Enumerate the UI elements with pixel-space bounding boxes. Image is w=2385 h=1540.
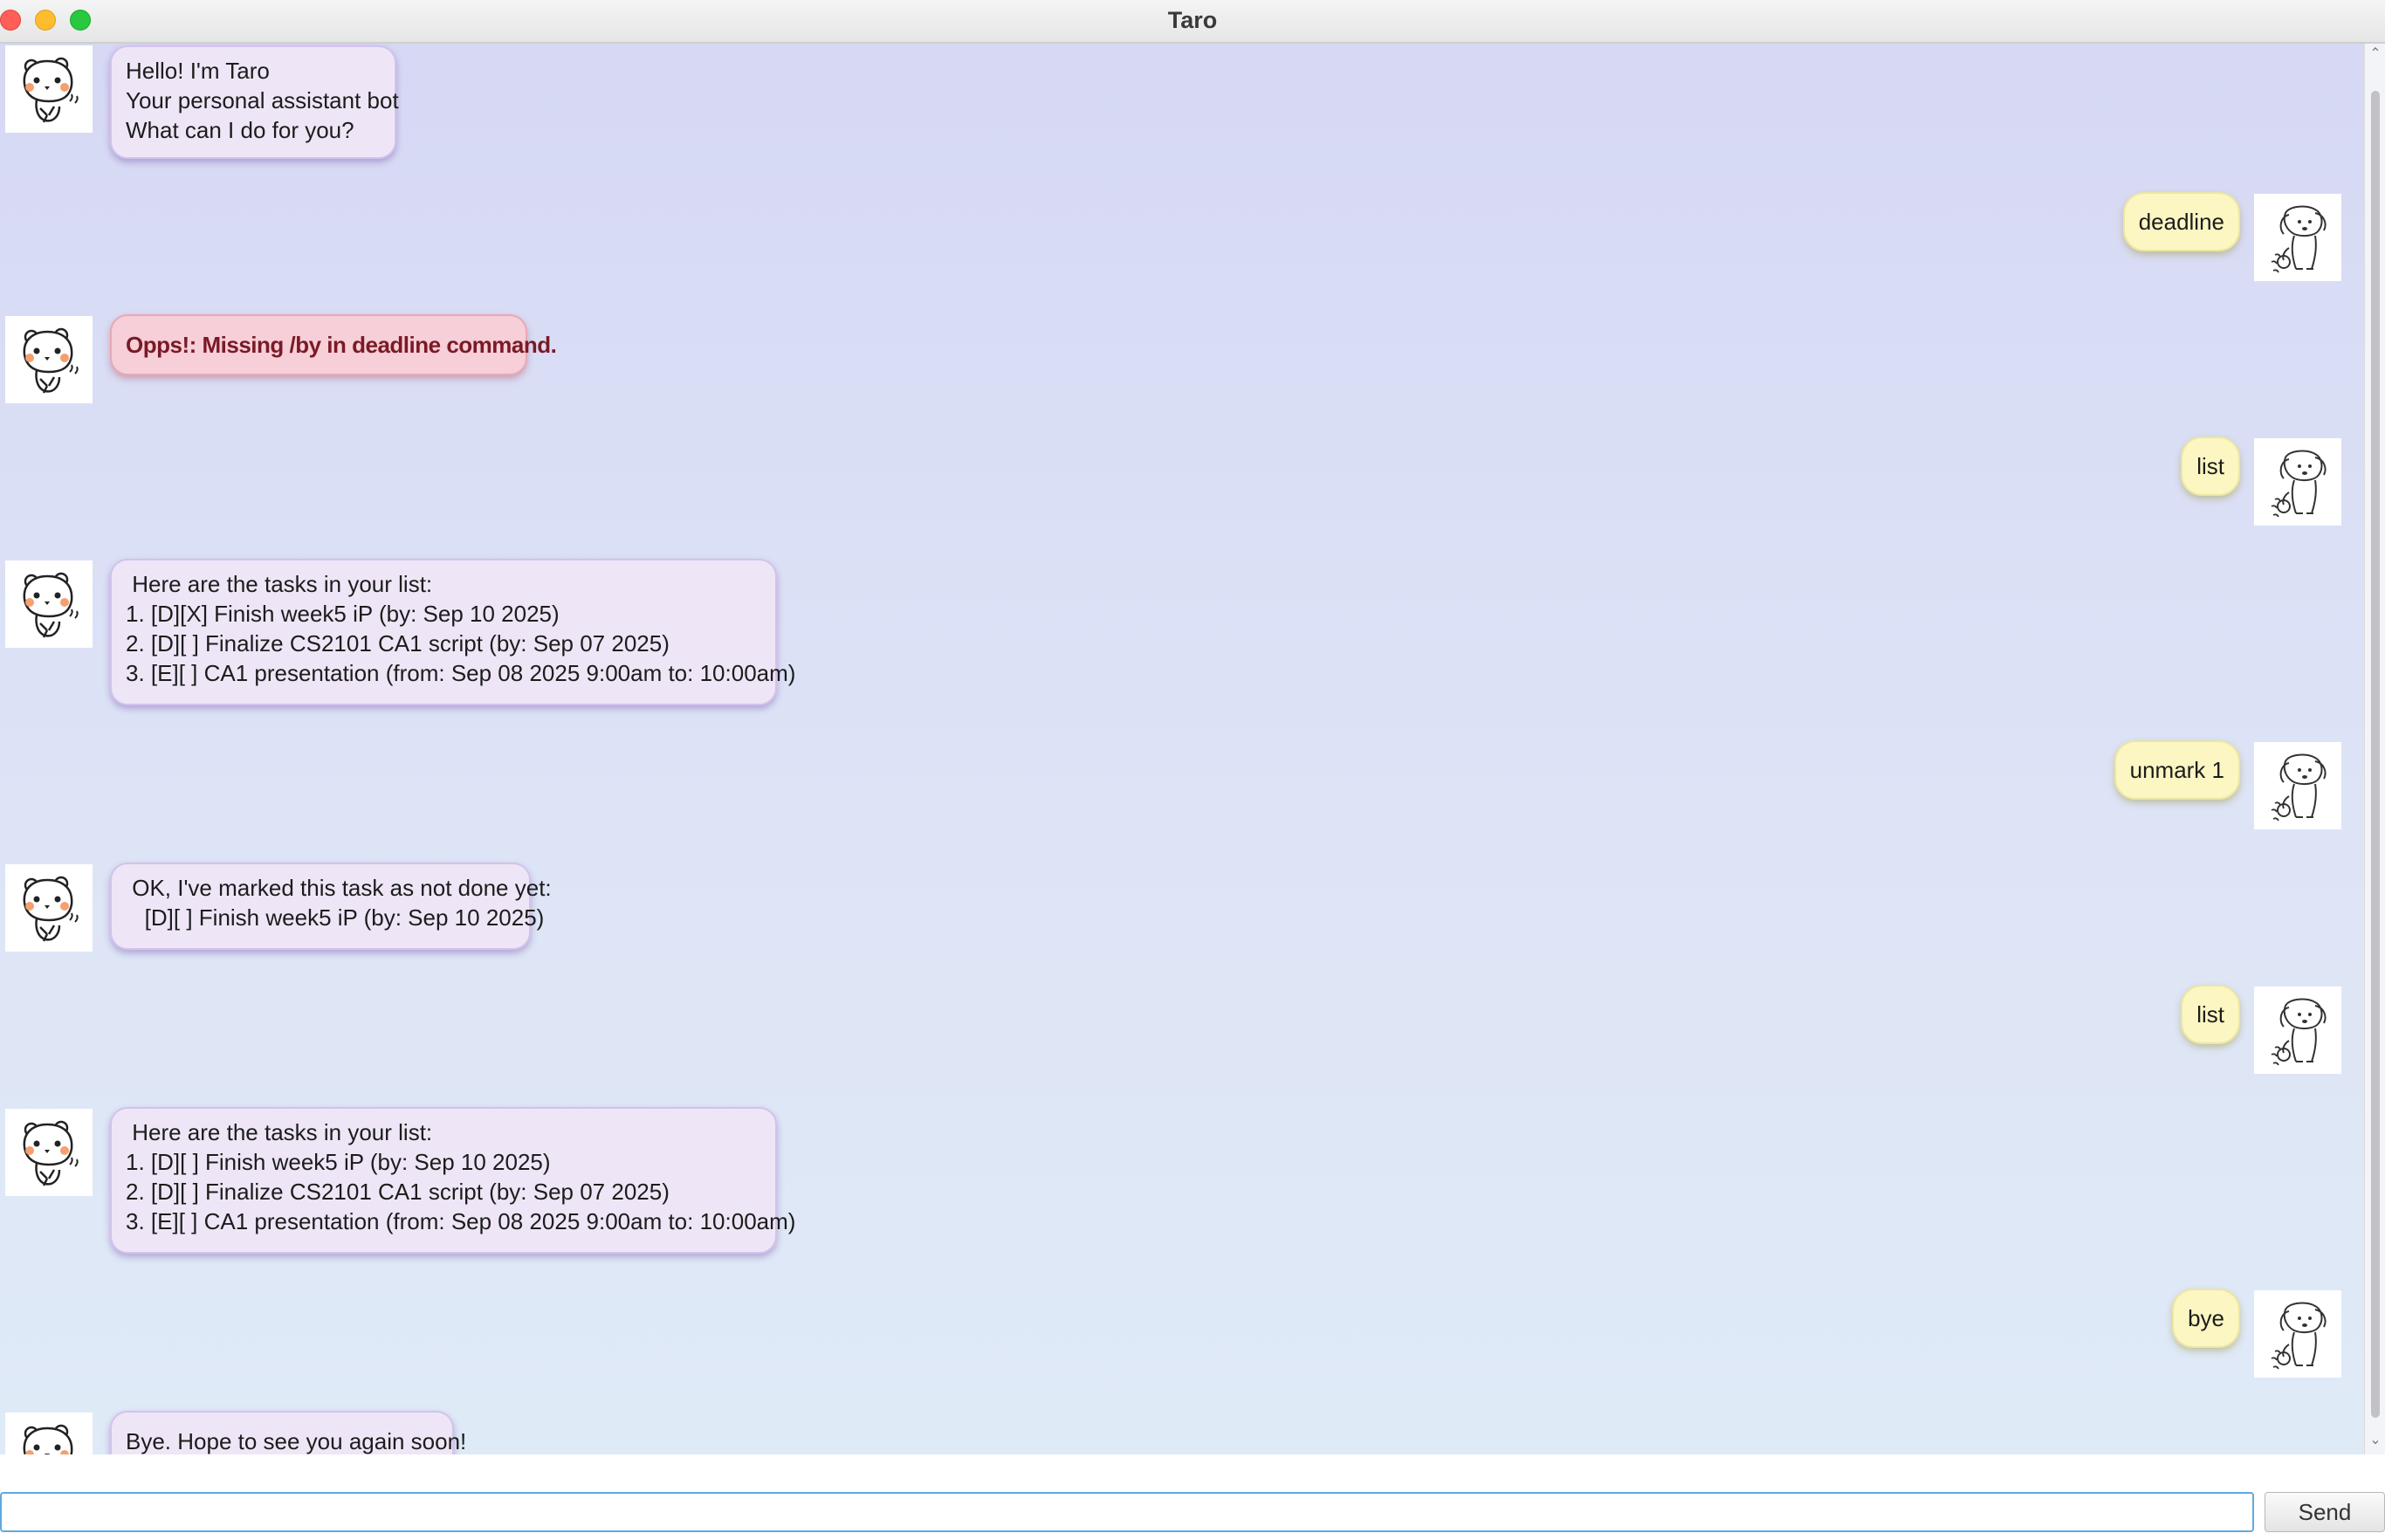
scroll-thumb[interactable] bbox=[2371, 91, 2380, 1418]
bot-message-bubble: OK, I've marked this task as not done ye… bbox=[110, 863, 552, 950]
dialog-container[interactable]: Hello! I'm Taro Your personal assistant … bbox=[0, 44, 2364, 1454]
input-bar: Send bbox=[0, 1454, 2385, 1540]
user-avatar-icon bbox=[2254, 194, 2341, 281]
bot-avatar-icon bbox=[5, 560, 93, 648]
user-avatar-icon bbox=[2254, 987, 2341, 1074]
user-message-bubble: deadline bbox=[2122, 192, 2240, 251]
title-bar: Taro bbox=[0, 0, 2385, 44]
bot-avatar-icon bbox=[5, 864, 93, 952]
bot-avatar-icon bbox=[5, 1413, 93, 1454]
bot-avatar-icon bbox=[5, 316, 93, 403]
bot-message-bubble: Bye. Hope to see you again soon! bbox=[110, 1411, 466, 1454]
user-avatar-icon bbox=[2254, 1290, 2341, 1378]
maximize-window-button[interactable] bbox=[70, 10, 91, 31]
scroll-up-icon[interactable]: ⌃ bbox=[2369, 46, 2382, 61]
user-avatar-icon bbox=[2254, 438, 2341, 526]
bot-avatar-icon bbox=[5, 1109, 93, 1196]
bot-message-bubble: Here are the tasks in your list: 1. [D][… bbox=[110, 1107, 795, 1254]
error-message-bubble: Opps!: Missing /by in deadline command. bbox=[110, 314, 557, 375]
bot-avatar-icon bbox=[5, 45, 93, 133]
user-message-bubble: bye bbox=[2172, 1289, 2240, 1348]
minimize-window-button[interactable] bbox=[35, 10, 56, 31]
bot-message-bubble: Hello! I'm Taro Your personal assistant … bbox=[110, 45, 399, 159]
user-input-field[interactable] bbox=[0, 1492, 2254, 1532]
user-avatar-icon bbox=[2254, 742, 2341, 829]
chat-scrollbar[interactable]: ⌃ ⌄ bbox=[2364, 44, 2385, 1454]
send-button[interactable]: Send bbox=[2265, 1492, 2385, 1532]
window-title: Taro bbox=[1167, 7, 1218, 33]
user-message-bubble: list bbox=[2181, 985, 2240, 1044]
close-window-button[interactable] bbox=[0, 10, 21, 31]
bot-message-bubble: Here are the tasks in your list: 1. [D][… bbox=[110, 559, 795, 705]
user-message-bubble: list bbox=[2181, 437, 2240, 496]
scroll-down-icon[interactable]: ⌄ bbox=[2369, 1433, 2382, 1447]
user-message-bubble: unmark 1 bbox=[2114, 740, 2240, 800]
